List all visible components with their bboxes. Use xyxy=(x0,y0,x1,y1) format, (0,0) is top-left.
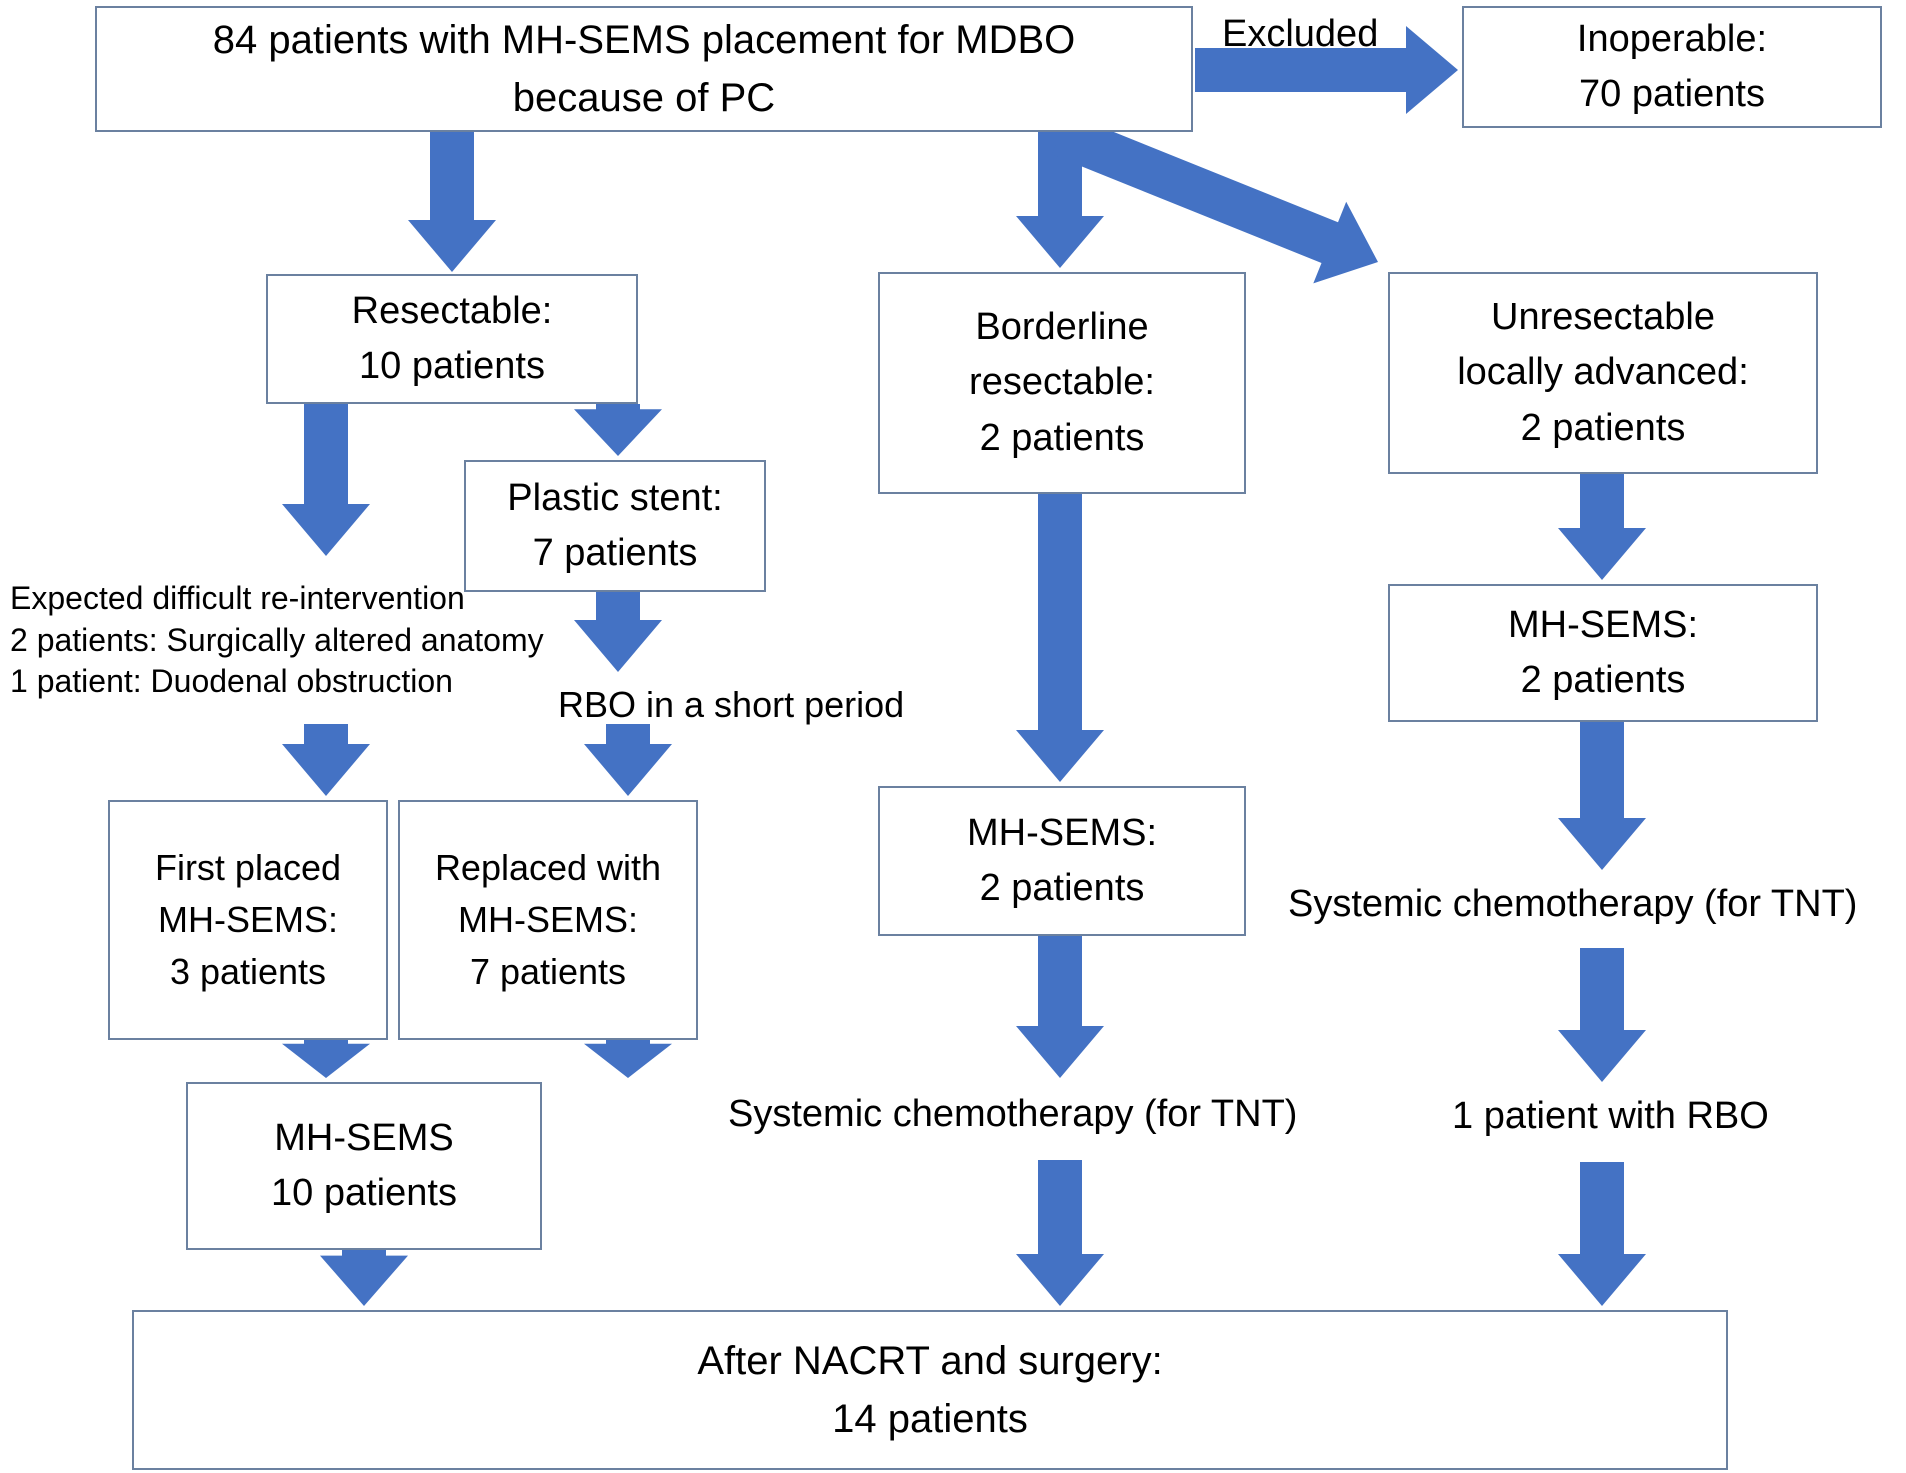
node-line: 10 patients xyxy=(359,345,545,387)
arrow-rbo-to-replaced xyxy=(584,724,672,796)
node-line: MH-SEMS: xyxy=(967,811,1157,854)
node-line: Replaced with xyxy=(434,846,662,888)
arrow-unresectable-to-mhsems xyxy=(1558,474,1646,580)
node-inoperable[interactable]: Inoperable: 70 patients xyxy=(1462,6,1882,128)
arrow-chemo-right-to-rbo xyxy=(1558,948,1646,1082)
node-line: MH-SEMS xyxy=(274,1116,454,1159)
arrow-replaced-to-total xyxy=(584,1040,672,1078)
node-line: MH-SEMS: xyxy=(458,898,638,940)
label-line: Systemic chemotherapy (for TNT) xyxy=(1288,883,1858,925)
node-line: 2 patients xyxy=(1520,659,1686,701)
node-line: 2 patients xyxy=(979,416,1145,459)
arrow-plastic-to-rbo xyxy=(574,592,662,672)
node-mhsems-unresectable[interactable]: MH-SEMS: 2 patients xyxy=(1388,584,1818,722)
node-line: resectable: xyxy=(969,361,1155,404)
node-line: 7 patients xyxy=(532,532,698,574)
label-line: 1 patient with RBO xyxy=(1452,1095,1769,1137)
label-one-patient-with-rbo: 1 patient with RBO xyxy=(1452,1092,1769,1141)
arrow-borderline-to-mhsems xyxy=(1016,494,1104,782)
label-line: 1 patient: Duodenal obstruction xyxy=(10,663,453,700)
label-line: RBO in a short period xyxy=(558,684,905,725)
label-line: 2 patients: Surgically altered anatomy xyxy=(10,621,544,658)
label-rbo-in-a-short-period: RBO in a short period xyxy=(558,682,904,729)
node-mhsems-total[interactable]: MH-SEMS 10 patients xyxy=(186,1082,542,1250)
node-line: Resectable: xyxy=(351,289,553,332)
node-line: Borderline xyxy=(975,306,1149,349)
arrow-cohort-to-unresectable xyxy=(1051,113,1378,284)
node-line: 2 patients xyxy=(1520,406,1686,449)
node-cohort[interactable]: 84 patients with MH-SEMS placement for M… xyxy=(95,6,1193,132)
node-line: 84 patients with MH-SEMS placement for M… xyxy=(212,18,1076,62)
label-line: Expected difficult re-intervention xyxy=(10,580,465,616)
arrow-mhsems-to-chemo xyxy=(1016,936,1104,1078)
node-after-nacrt-and-surgery[interactable]: After NACRT and surgery: 14 patients xyxy=(132,1310,1728,1470)
label-excluded: Excluded xyxy=(1222,10,1378,59)
node-line: Inoperable: xyxy=(1576,17,1768,60)
node-mhsems-borderline[interactable]: MH-SEMS: 2 patients xyxy=(878,786,1246,936)
node-line: locally advanced: xyxy=(1457,351,1749,394)
node-resectable[interactable]: Resectable: 10 patients xyxy=(266,274,638,404)
arrow-firstplaced-to-total xyxy=(282,1040,370,1078)
node-unresectable-locally-advanced[interactable]: Unresectable locally advanced: 2 patients xyxy=(1388,272,1818,474)
label-line: Systemic chemotherapy (for TNT) xyxy=(728,1093,1298,1135)
label-systemic-chemotherapy-middle: Systemic chemotherapy (for TNT) xyxy=(728,1090,1297,1139)
node-line: 10 patients xyxy=(271,1172,457,1214)
arrow-cohort-to-inoperable xyxy=(1195,26,1458,114)
arrow-chemo-mid-to-final xyxy=(1016,1160,1104,1306)
node-line: First placed xyxy=(154,846,342,888)
arrow-resectable-to-expected xyxy=(282,404,370,556)
label-systemic-chemotherapy-right: Systemic chemotherapy (for TNT) xyxy=(1288,880,1857,929)
arrow-rbo-one-to-final xyxy=(1558,1162,1646,1306)
node-line: MH-SEMS: xyxy=(1508,603,1698,646)
node-line: Plastic stent: xyxy=(507,476,723,519)
node-plastic-stent[interactable]: Plastic stent: 7 patients xyxy=(464,460,766,592)
arrow-cohort-to-resectable xyxy=(408,132,496,272)
node-line: 70 patients xyxy=(1579,73,1765,115)
label-expected-difficult-reintervention: Expected difficult re-intervention 2 pati… xyxy=(10,578,544,703)
node-line: After NACRT and surgery: xyxy=(697,1339,1163,1383)
node-line: MH-SEMS: xyxy=(158,898,338,940)
node-line: 7 patients xyxy=(469,951,627,993)
label-line: Excluded xyxy=(1222,13,1379,55)
node-line: 2 patients xyxy=(979,867,1145,909)
arrow-mhsems-right-to-chemo xyxy=(1558,722,1646,870)
node-line: Unresectable xyxy=(1491,296,1715,339)
node-line: because of PC xyxy=(512,76,776,120)
node-line: 14 patients xyxy=(832,1397,1028,1441)
arrow-expected-to-firstplaced xyxy=(282,724,370,796)
node-line: 3 patients xyxy=(169,951,327,993)
arrow-resectable-to-plastic xyxy=(574,404,662,456)
arrow-total-to-final xyxy=(320,1250,408,1306)
node-borderline-resectable[interactable]: Borderline resectable: 2 patients xyxy=(878,272,1246,494)
